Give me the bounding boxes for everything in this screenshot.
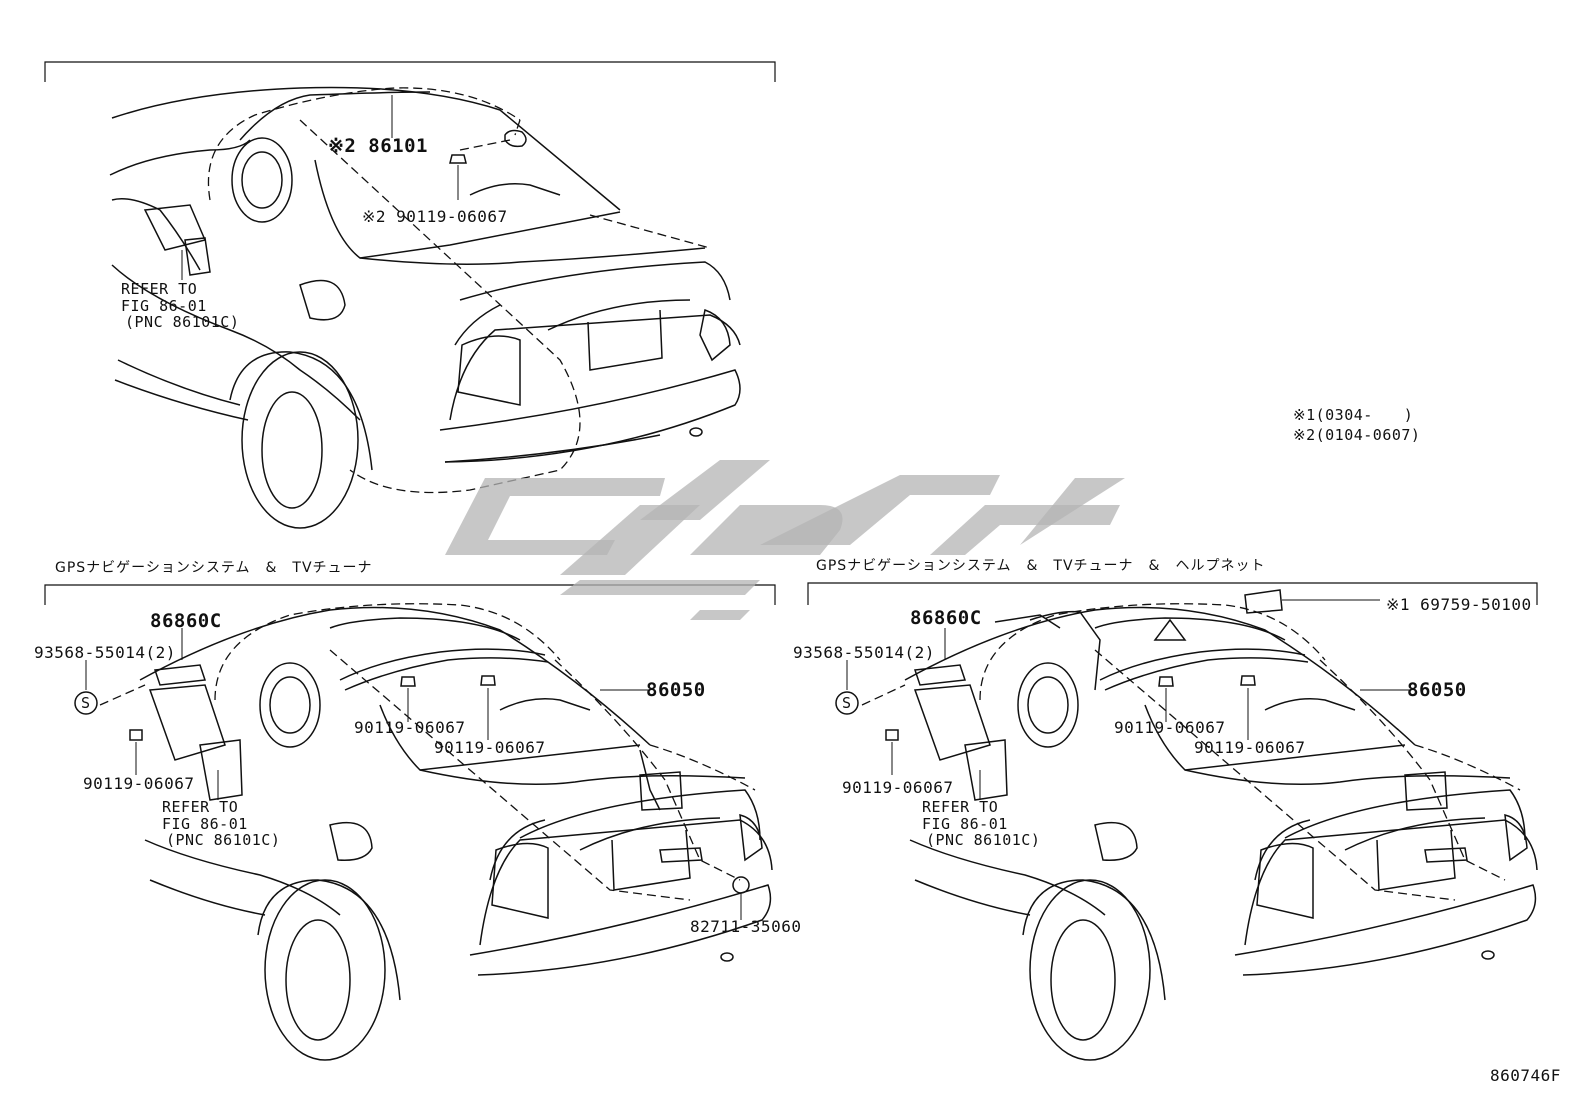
bolt-90119-label-a: 90119-06067 bbox=[354, 718, 466, 737]
bottom-left-car-drawing bbox=[74, 603, 773, 1061]
part-86860c-label: 86860C bbox=[910, 607, 982, 629]
note-2: ※2(0104-0607) bbox=[1293, 426, 1421, 444]
refer-to-line-1: REFER TO bbox=[121, 280, 198, 298]
bottom-right-car-drawing bbox=[835, 589, 1538, 1061]
bolt-90119-label-a: 90119-06067 bbox=[1114, 718, 1226, 737]
screw-93568-label: 93568-55014(2) bbox=[34, 643, 176, 662]
part-86050-label: 86050 bbox=[1407, 679, 1467, 701]
s-mark: S bbox=[842, 694, 852, 712]
refer-to-line-3: (PNC 86101C) bbox=[125, 313, 240, 331]
bolt-90119-label: ※2 90119-06067 bbox=[362, 207, 508, 226]
panel-header-gps-tv-helpnet: GPSナビゲーションシステム & TVチューナ & ヘルプネット bbox=[816, 558, 1266, 574]
bolt-90119-label-c: 90119-06067 bbox=[842, 778, 954, 797]
bolt-90119-label-c: 90119-06067 bbox=[83, 774, 195, 793]
refer-to-line-1: REFER TO bbox=[162, 798, 239, 816]
part-69759-label: ※1 69759-50100 bbox=[1386, 595, 1532, 614]
part-86050-label: 86050 bbox=[646, 679, 706, 701]
bolt-90119-label-b: 90119-06067 bbox=[434, 738, 546, 757]
refer-to-line-1: REFER TO bbox=[922, 798, 999, 816]
refer-to-line-3: (PNC 86101C) bbox=[166, 831, 281, 849]
watermark-logo bbox=[445, 460, 1125, 620]
panel-frames bbox=[44, 61, 1538, 605]
part-86860c-label: 86860C bbox=[150, 610, 222, 632]
note-1: ※1(0304- ) bbox=[1293, 406, 1414, 424]
s-mark: S bbox=[81, 694, 91, 712]
screw-93568-label: 93568-55014(2) bbox=[793, 643, 935, 662]
refer-to-line-3: (PNC 86101C) bbox=[926, 831, 1041, 849]
panel-header-gps-tv: GPSナビゲーションシステム & TVチューナ bbox=[55, 560, 373, 576]
figure-id: 860746F bbox=[1490, 1066, 1561, 1085]
refer-to-line-2: FIG 86-01 bbox=[121, 297, 207, 315]
refer-to-line-2: FIG 86-01 bbox=[162, 815, 248, 833]
bolt-90119-label-b: 90119-06067 bbox=[1194, 738, 1306, 757]
top-car-drawing bbox=[109, 86, 741, 529]
part-82711-label: 82711-35060 bbox=[690, 917, 802, 936]
part-86101-label: ※2 86101 bbox=[328, 135, 428, 157]
refer-to-line-2: FIG 86-01 bbox=[922, 815, 1008, 833]
